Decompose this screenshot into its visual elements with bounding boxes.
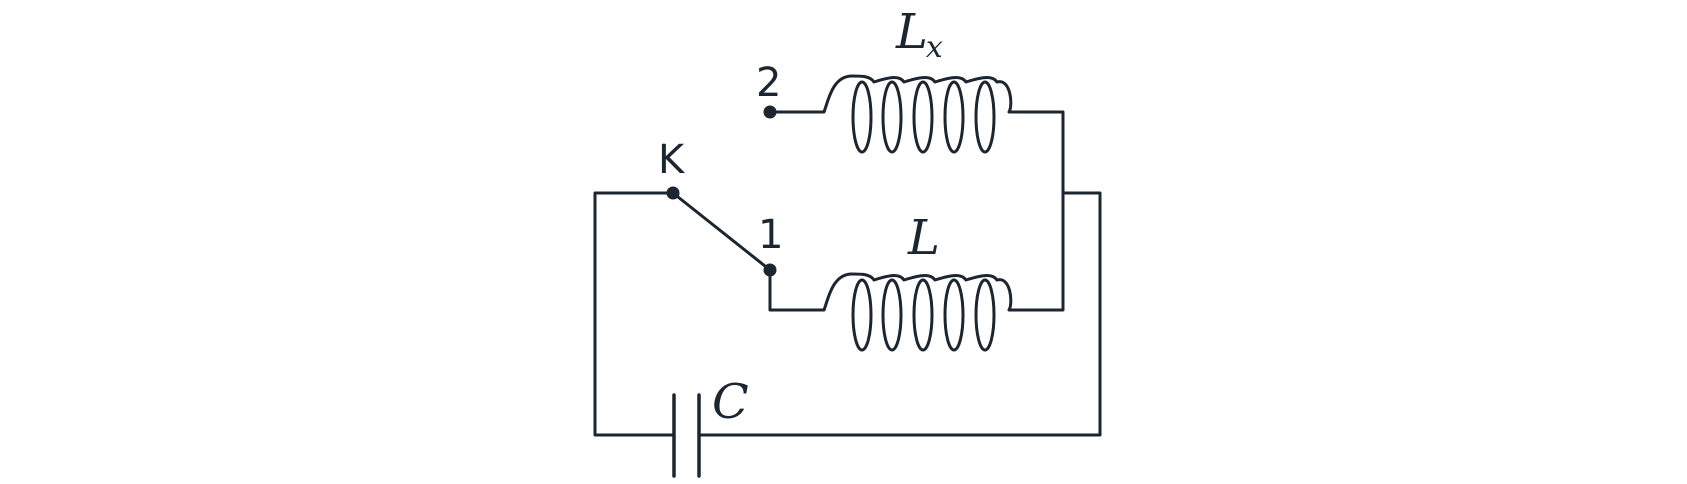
coil-loop (851, 278, 873, 352)
terminal-2-label: 2 (756, 60, 781, 106)
wire-right-bus (1021, 110, 1065, 312)
coil-loop (912, 278, 934, 352)
coil-outline (822, 74, 1023, 114)
coil-loop (943, 278, 965, 352)
coil-loop (912, 80, 934, 154)
inductor-coil-lx (822, 74, 1023, 154)
capacitor-label: C (712, 374, 749, 430)
switch-arm (671, 191, 772, 272)
switch-pivot-node (666, 186, 680, 200)
coil-loop (851, 80, 873, 154)
terminal-1-label: 1 (758, 212, 783, 258)
coil-loop (943, 80, 965, 154)
coil-loop (974, 80, 996, 154)
inductor-coil-l (822, 272, 1023, 352)
switch-label: K (658, 137, 686, 183)
terminal-1-node (763, 263, 777, 277)
coil-loop (974, 278, 996, 352)
coil-outline (822, 272, 1023, 312)
wire-terminal1-to-L (768, 268, 826, 312)
coil-loop (881, 80, 903, 154)
wire-bottom-right (698, 191, 1102, 437)
wire-top-left (593, 191, 674, 437)
coil-loop (881, 278, 903, 352)
inductor-lx-label: Lx (895, 4, 943, 65)
inductor-lx-subscript: x (926, 30, 943, 65)
terminal-2-node (763, 105, 777, 119)
inductor-l-label: L (907, 210, 940, 266)
